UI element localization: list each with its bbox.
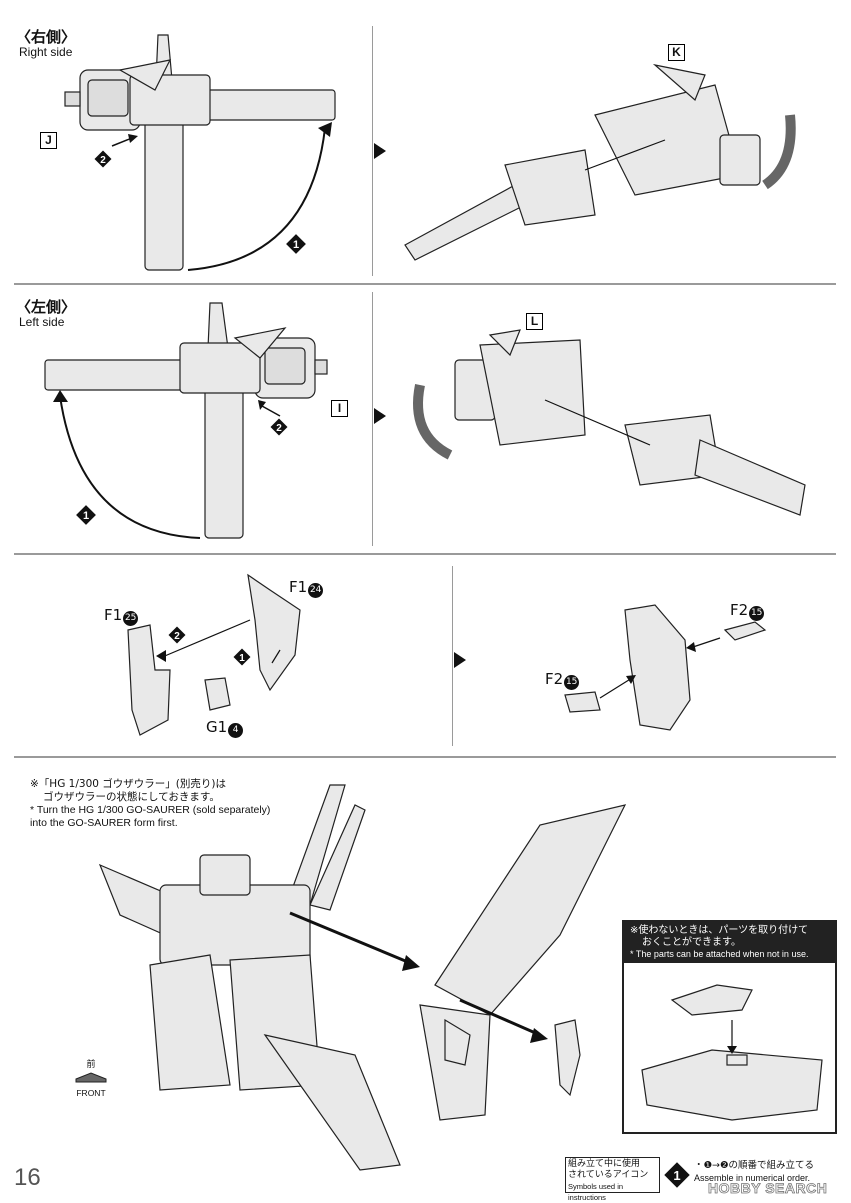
step-1-icon: 1	[286, 234, 306, 254]
part-number-badge: 15	[564, 675, 580, 690]
part-tag-j: J	[40, 132, 57, 149]
storage-note-jp-2: おくことができます。	[642, 937, 741, 948]
vdivider-2	[372, 292, 373, 546]
right-side-weapon-illustration	[64, 34, 336, 271]
step-1-icon: 1	[233, 648, 251, 666]
svg-text:2: 2	[100, 155, 106, 166]
vdivider-3	[452, 566, 453, 746]
note-jp-line-2: ゴウザウラーの状態にしておきます。	[43, 791, 220, 803]
storage-note-box: ※使わないときは、パーツを取り付けて おくことができます。 * The part…	[622, 920, 837, 1134]
right-side-assembly-illustration	[404, 63, 796, 261]
step-2-icon: 2	[168, 626, 186, 644]
left-side-title-en: Left side	[19, 315, 65, 329]
step-order-en: Assemble in numerical order.	[694, 1173, 811, 1183]
note-en-line-2: into the GO-SAURER form first.	[30, 817, 178, 829]
step-order-description: ・❶→❷の順番で組み立てる Assemble in numerical orde…	[694, 1160, 844, 1184]
section3-left-illustration	[127, 573, 301, 736]
part-label-text: G1	[206, 718, 228, 736]
part-label-text: F1	[289, 578, 308, 596]
svg-text:1: 1	[673, 1168, 680, 1183]
step-2-icon: 2	[270, 418, 288, 436]
right-side-title-jp: 〈右側〉	[16, 28, 77, 46]
front-label-jp: 前	[86, 1060, 96, 1070]
storage-note-jp-1: ※使わないときは、パーツを取り付けて	[630, 925, 809, 936]
next-arrow-icon	[374, 143, 386, 159]
stand-storage-illustration	[641, 984, 823, 1121]
page-number: 16	[14, 1164, 41, 1191]
left-side-weapon-illustration	[44, 302, 328, 539]
note-jp-line-1: ※「HG 1/300 ゴウザウラー」(別売り)は	[30, 778, 226, 790]
part-tag-i: I	[331, 400, 348, 417]
right-side-title-en: Right side	[19, 45, 73, 59]
legend-jp-2: されているアイコン	[568, 1170, 649, 1180]
part-tag-k: K	[668, 44, 685, 61]
part-number-badge: 25	[123, 611, 139, 626]
hobby-search-watermark: HOBBY SEARCH	[708, 1180, 828, 1197]
svg-text:1: 1	[83, 510, 89, 522]
storage-note-header: ※使わないときは、パーツを取り付けて おくことができます。 * The part…	[624, 922, 835, 963]
sold-separately-note: ※「HG 1/300 ゴウザウラー」(別売り)は ゴウザウラーの状態にしておきま…	[30, 778, 270, 830]
next-arrow-icon	[374, 408, 386, 424]
section3-right-illustration	[564, 604, 767, 731]
divider-1	[14, 283, 836, 285]
step-1-icon: 1	[76, 505, 96, 525]
svg-text:2: 2	[276, 423, 282, 434]
svg-text:1: 1	[239, 653, 245, 664]
svg-text:2: 2	[174, 631, 180, 642]
part-label-text: F2	[545, 670, 564, 688]
left-side-title-jp: 〈左側〉	[16, 298, 77, 316]
part-number-badge: 15	[749, 606, 765, 621]
divider-3	[14, 756, 836, 758]
storage-note-en: * The parts can be attached when not in …	[630, 949, 809, 959]
part-tag-l: L	[526, 313, 543, 330]
front-indicator: 前 FRONT	[72, 1057, 110, 1098]
step-order-jp: ・❶→❷の順番で組み立てる	[694, 1160, 814, 1171]
go-saurer-illustration	[98, 784, 627, 1171]
part-label-text: F2	[730, 601, 749, 619]
part-number-badge: 24	[308, 583, 324, 598]
part-label-text: F1	[104, 606, 123, 624]
note-en-line-1: * Turn the HG 1/300 GO-SAURER (sold sepa…	[30, 804, 271, 816]
icon-legend-label: 組み立て中に使用 されているアイコン Symbols used in instr…	[565, 1157, 660, 1202]
next-arrow-icon	[454, 652, 466, 668]
legend-en: Symbols used in instructions	[568, 1182, 624, 1202]
left-side-assembly-illustration	[413, 329, 806, 516]
step-order-icon: 1	[664, 1162, 690, 1188]
svg-text:1: 1	[293, 239, 299, 251]
step-2-icon: 2	[94, 150, 112, 168]
divider-2	[14, 553, 836, 555]
legend-jp-1: 組み立て中に使用	[568, 1159, 641, 1169]
vdivider-1	[372, 26, 373, 276]
part-number-badge: 4	[228, 723, 244, 738]
front-arrow-icon	[75, 1072, 107, 1083]
front-label-en: FRONT	[76, 1088, 106, 1098]
